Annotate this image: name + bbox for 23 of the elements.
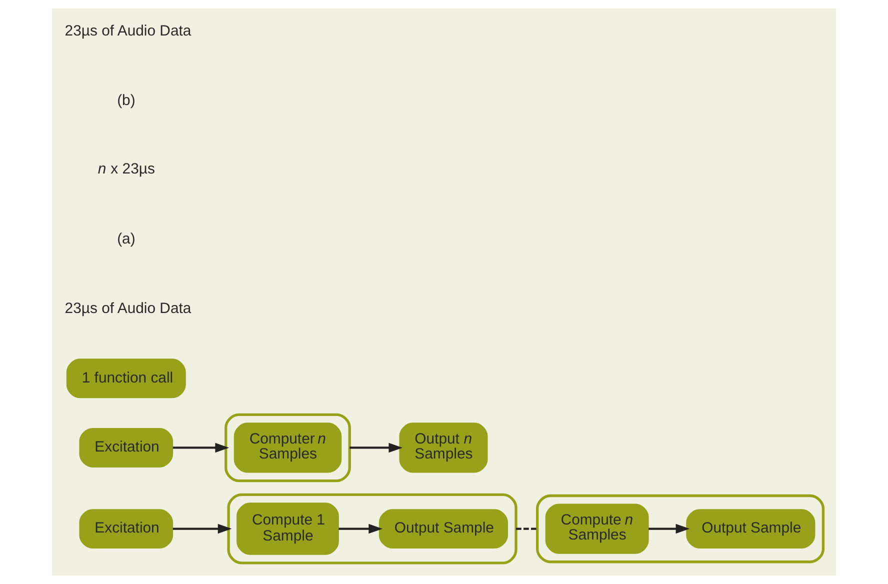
node-box: Output Sample	[378, 509, 508, 549]
cluster	[227, 493, 518, 564]
arrow	[648, 524, 690, 534]
node-box: Output Sample	[686, 509, 816, 549]
node-box: Excitation	[79, 509, 174, 549]
label: (a)	[117, 230, 136, 248]
node-box: Compute n Samples	[545, 504, 649, 554]
label: n x 23µs	[98, 160, 155, 178]
label: 23µs of Audio Data	[64, 22, 192, 40]
arrow	[338, 524, 383, 534]
node-box: Computer n Samples	[234, 422, 342, 473]
node-box: Output n Samples	[399, 422, 488, 473]
arrow	[350, 442, 403, 453]
connector	[516, 528, 538, 530]
node-box: 1 function call	[66, 358, 186, 398]
node-box: Compute 1 Sample	[236, 502, 339, 555]
node-box: Excitation	[79, 428, 174, 468]
arrow	[172, 524, 232, 534]
cluster	[536, 494, 825, 564]
arrow	[172, 442, 230, 453]
label: 23µs of Audio Data	[64, 300, 192, 318]
cluster	[224, 413, 351, 482]
label: (b)	[117, 92, 136, 110]
